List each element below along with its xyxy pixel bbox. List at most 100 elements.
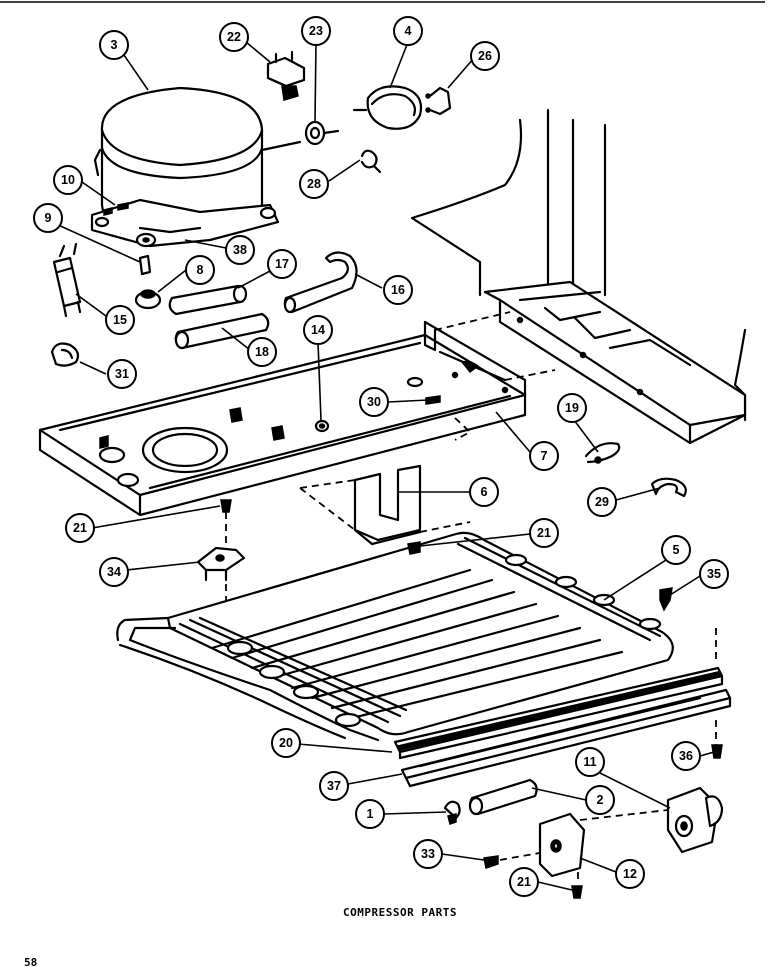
grommet (304, 120, 340, 146)
callout-15: 15 (105, 305, 135, 335)
svg-text:6: 6 (481, 485, 488, 499)
callout-2: 2 (585, 785, 615, 815)
callout-12: 12 (615, 859, 645, 889)
rubber-grommet (134, 289, 162, 310)
clip-19 (584, 442, 621, 464)
rail-37 (400, 688, 732, 788)
svg-text:1: 1 (367, 807, 374, 821)
svg-text:37: 37 (327, 779, 341, 793)
callout-16: 16 (383, 275, 413, 305)
svg-text:11: 11 (583, 755, 596, 769)
callout-9: 9 (33, 203, 63, 233)
svg-text:21: 21 (73, 521, 87, 535)
svg-text:36: 36 (679, 749, 693, 763)
overload-relay (266, 50, 306, 101)
screw-35 (659, 587, 673, 612)
callout-6: 6 (469, 477, 499, 507)
dryer (52, 242, 82, 318)
svg-text:16: 16 (391, 283, 405, 297)
svg-text:15: 15 (113, 313, 127, 327)
svg-text:19: 19 (565, 401, 579, 415)
svg-text:34: 34 (107, 565, 121, 579)
mounting-stud (103, 202, 152, 276)
callout-29: 29 (587, 487, 617, 517)
svg-text:20: 20 (279, 736, 293, 750)
callout-30: 30 (359, 387, 389, 417)
base-pan (38, 320, 527, 517)
tube-18 (174, 312, 270, 350)
diagram-caption: COMPRESSOR PARTS (343, 906, 457, 919)
screw-36 (711, 744, 723, 759)
callout-21-upper: 21 (65, 513, 95, 543)
svg-text:4: 4 (405, 24, 412, 38)
svg-text:33: 33 (421, 847, 435, 861)
cabinet-corner (410, 108, 747, 422)
callout-18: 18 (247, 337, 277, 367)
callout-1: 1 (355, 799, 385, 829)
callout-19: 19 (557, 393, 587, 423)
svg-text:35: 35 (707, 567, 721, 581)
leader-lines (55, 41, 715, 891)
callout-11: 11 (575, 747, 605, 777)
assembly-dash-lines (225, 311, 717, 882)
screw-33 (483, 855, 499, 869)
screw-30 (425, 395, 441, 405)
svg-text:28: 28 (307, 177, 321, 191)
svg-text:22: 22 (227, 30, 241, 44)
callout-23: 23 (301, 16, 331, 46)
callout-34: 34 (99, 557, 129, 587)
callout-17: 17 (267, 249, 297, 279)
page-number: 58 (24, 956, 37, 969)
callout-7: 7 (529, 441, 559, 471)
clip-28 (360, 149, 382, 174)
screw-14 (314, 419, 330, 433)
svg-text:14: 14 (311, 323, 325, 337)
callout-26: 26 (470, 41, 500, 71)
screw-21-upper (220, 499, 232, 513)
callout-14: 14 (303, 315, 333, 345)
clamp-31 (50, 342, 80, 367)
capacitor-cover (352, 85, 423, 130)
svg-text:3: 3 (111, 38, 118, 52)
bracket-34 (196, 546, 246, 582)
svg-text:8: 8 (197, 263, 204, 277)
bracket-11 (666, 786, 724, 854)
callout-22: 22 (219, 22, 249, 52)
tube-17 (168, 284, 248, 316)
svg-text:31: 31 (115, 367, 129, 381)
callout-8: 8 (185, 255, 215, 285)
clip-29 (650, 477, 687, 498)
callout-20: 20 (271, 728, 301, 758)
callout-37: 37 (319, 771, 349, 801)
screw-21-bottom (571, 885, 583, 899)
compressor (90, 86, 302, 248)
callout-21-middle: 21 (529, 518, 559, 548)
svg-text:38: 38 (233, 243, 247, 257)
svg-text:7: 7 (541, 449, 548, 463)
drain-tube (468, 778, 538, 816)
callout-5: 5 (661, 535, 691, 565)
condenser (116, 531, 674, 742)
svg-text:26: 26 (478, 49, 492, 63)
callout-21-bottom: 21 (509, 867, 539, 897)
tube-16 (283, 251, 358, 314)
svg-text:9: 9 (45, 211, 52, 225)
bracket-12 (538, 812, 586, 878)
callout-35: 35 (699, 559, 729, 589)
callout-28: 28 (299, 169, 329, 199)
callout-36: 36 (671, 741, 701, 771)
screw-21-middle (407, 541, 421, 555)
svg-text:30: 30 (367, 395, 381, 409)
callout-10: 10 (53, 165, 83, 195)
svg-text:18: 18 (255, 345, 269, 359)
svg-text:21: 21 (537, 526, 551, 540)
svg-text:12: 12 (623, 867, 637, 881)
svg-text:29: 29 (595, 495, 609, 509)
callout-38: 38 (225, 235, 255, 265)
svg-text:23: 23 (309, 24, 323, 38)
callout-3: 3 (99, 30, 129, 60)
base-rail-bracket (483, 280, 747, 445)
front-rail (393, 666, 724, 760)
svg-text:5: 5 (673, 543, 680, 557)
